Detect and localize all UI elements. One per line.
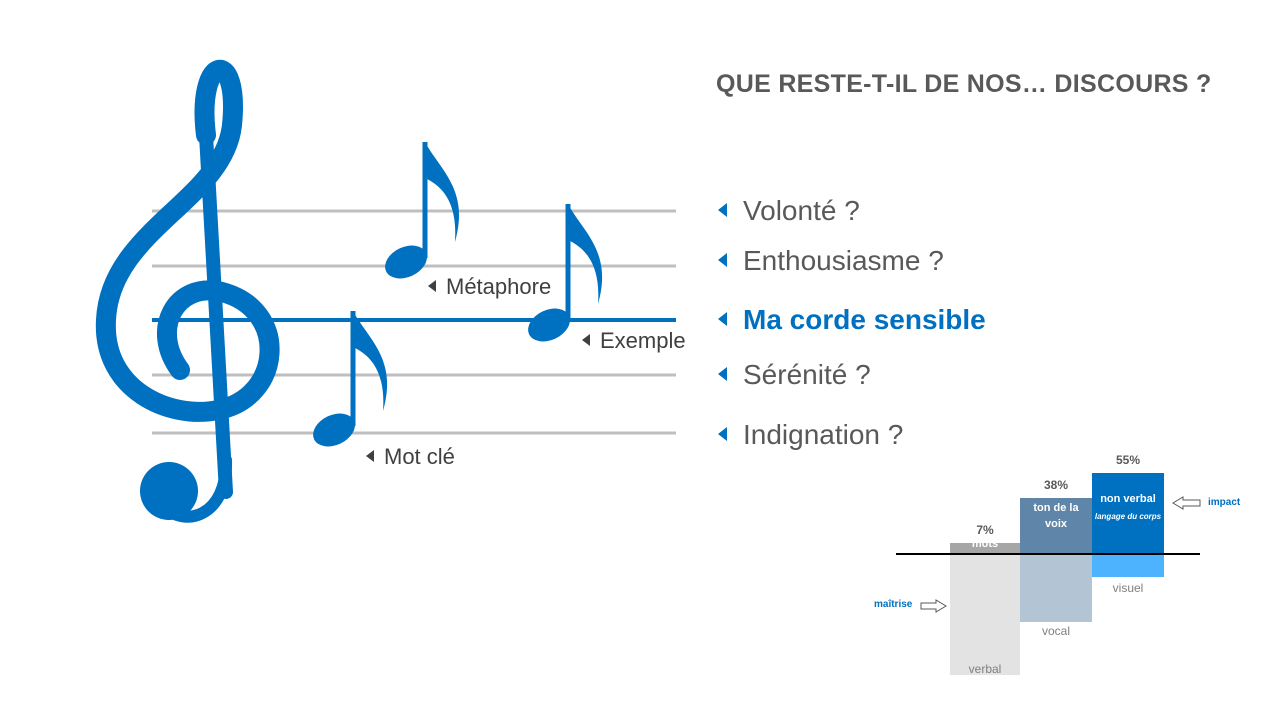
arrow-left-icon xyxy=(718,202,727,217)
value-label: 7% xyxy=(976,523,994,537)
category-label: verbal xyxy=(968,662,1002,676)
treble-clef-icon xyxy=(95,60,280,523)
baseline xyxy=(896,553,1200,555)
arrow-left-icon xyxy=(718,252,727,267)
category-label: vocal xyxy=(1041,624,1070,638)
communication-chart: mots ton de la voix non verbal langage d… xyxy=(860,420,1260,710)
arrow-left-icon xyxy=(718,366,727,381)
annotation-impact: impact xyxy=(1208,497,1241,508)
music-staff xyxy=(95,60,676,523)
list-item: Volonté ? xyxy=(718,195,860,227)
bar-label: non verbal xyxy=(1100,493,1156,505)
bar xyxy=(1020,498,1092,555)
bar-sublabel: langage du corps xyxy=(1094,512,1162,521)
note-icon xyxy=(528,204,603,342)
list-item: Enthousiasme ? xyxy=(718,245,944,277)
arrow-left-icon xyxy=(718,311,727,326)
bar-label: mots xyxy=(971,538,999,550)
arrow-left-icon xyxy=(428,280,436,293)
bar-label: ton de la voix xyxy=(1033,502,1079,530)
bar xyxy=(1092,473,1164,555)
bar-shadow xyxy=(1092,555,1164,577)
note-icon xyxy=(385,142,460,279)
value-label: 38% xyxy=(1043,478,1069,492)
bar xyxy=(950,543,1020,555)
list-item: Indignation ? xyxy=(718,419,903,451)
list-item-highlight: Ma corde sensible xyxy=(718,304,986,336)
list-item: Sérénité ? xyxy=(718,359,871,391)
arrow-left-icon xyxy=(718,426,727,441)
staff-lines xyxy=(152,209,676,435)
arrow-left-icon xyxy=(1172,496,1201,510)
arrow-right-icon xyxy=(920,599,947,613)
label-mot-cle: Mot clé xyxy=(366,444,455,470)
bar-shadow xyxy=(1020,555,1092,622)
label-exemple: Exemple xyxy=(582,328,686,354)
clef-ball xyxy=(140,462,198,520)
page-title: QUE RESTE-T-IL DE NOS… DISCOURS ? xyxy=(716,70,1212,98)
arrow-left-icon xyxy=(366,450,374,463)
arrow-left-icon xyxy=(582,334,590,347)
note-icon xyxy=(313,311,388,447)
category-label: visuel xyxy=(1112,581,1144,595)
annotation-maitrise: maîtrise xyxy=(874,599,913,610)
bar-shadow xyxy=(950,555,1020,675)
value-label: 55% xyxy=(1115,453,1141,467)
label-metaphore: Métaphore xyxy=(428,274,551,300)
